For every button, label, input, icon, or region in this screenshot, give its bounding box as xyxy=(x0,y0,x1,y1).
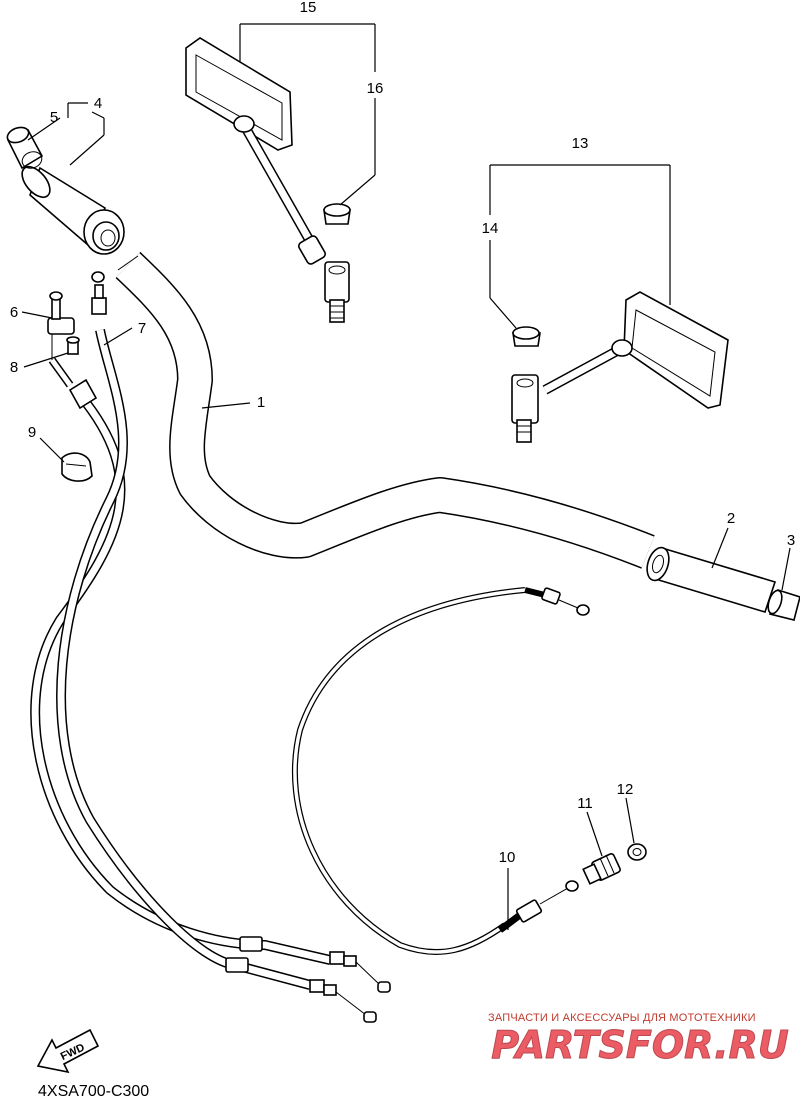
cable-holder xyxy=(47,291,75,360)
cable-clamp xyxy=(61,452,93,482)
bar-end-cap xyxy=(767,588,800,621)
callout-7: 7 xyxy=(138,320,146,337)
lock-nut xyxy=(627,843,647,861)
throttle-cable-1 xyxy=(30,357,391,993)
drawing-code: 4XSA700-C300 xyxy=(38,1083,150,1100)
callout-5: 5 xyxy=(50,109,58,126)
callout-6: 6 xyxy=(10,304,18,321)
callout-4: 4 xyxy=(94,95,102,112)
watermark-logo-text: PARTSFOR.RU xyxy=(491,1023,789,1067)
callout-8: 8 xyxy=(10,359,18,376)
callout-10: 10 xyxy=(499,849,516,866)
callout-12: 12 xyxy=(617,781,634,798)
grip-cap xyxy=(6,126,44,170)
callout-1: 1 xyxy=(257,394,265,411)
throttle-cable-2 xyxy=(56,284,377,1023)
mirror-cap-right xyxy=(512,326,541,347)
throttle-grip xyxy=(21,165,125,255)
watermark-logo: PARTSFOR.RU xyxy=(491,1023,790,1068)
callout-11: 11 xyxy=(577,795,593,812)
callout-9: 9 xyxy=(28,424,36,441)
small-bolt xyxy=(66,336,80,355)
fwd-arrow: FWD xyxy=(36,1028,100,1074)
callout-15: 15 xyxy=(300,0,317,16)
callout-2: 2 xyxy=(727,510,735,527)
callout-14: 14 xyxy=(482,220,499,237)
clutch-cable xyxy=(291,587,590,955)
callout-16: 16 xyxy=(367,80,384,97)
handlebar xyxy=(115,251,655,569)
leader-lines xyxy=(21,23,791,930)
watermark-subtitle: ЗАПЧАСТИ И АКСЕССУАРЫ ДЛЯ МОТОТЕХНИКИ xyxy=(488,1012,756,1024)
callout-labels: 1 2 3 4 5 6 7 8 9 10 11 12 13 14 15 16 xyxy=(10,0,795,866)
callout-13: 13 xyxy=(572,135,589,152)
cable-adjuster xyxy=(582,853,621,885)
right-mirror xyxy=(511,291,729,443)
mirror-cap-left xyxy=(323,203,351,225)
callout-3: 3 xyxy=(787,532,795,549)
throttle-cable-end xyxy=(91,271,105,283)
left-mirror xyxy=(185,37,350,323)
right-grip xyxy=(646,546,777,613)
